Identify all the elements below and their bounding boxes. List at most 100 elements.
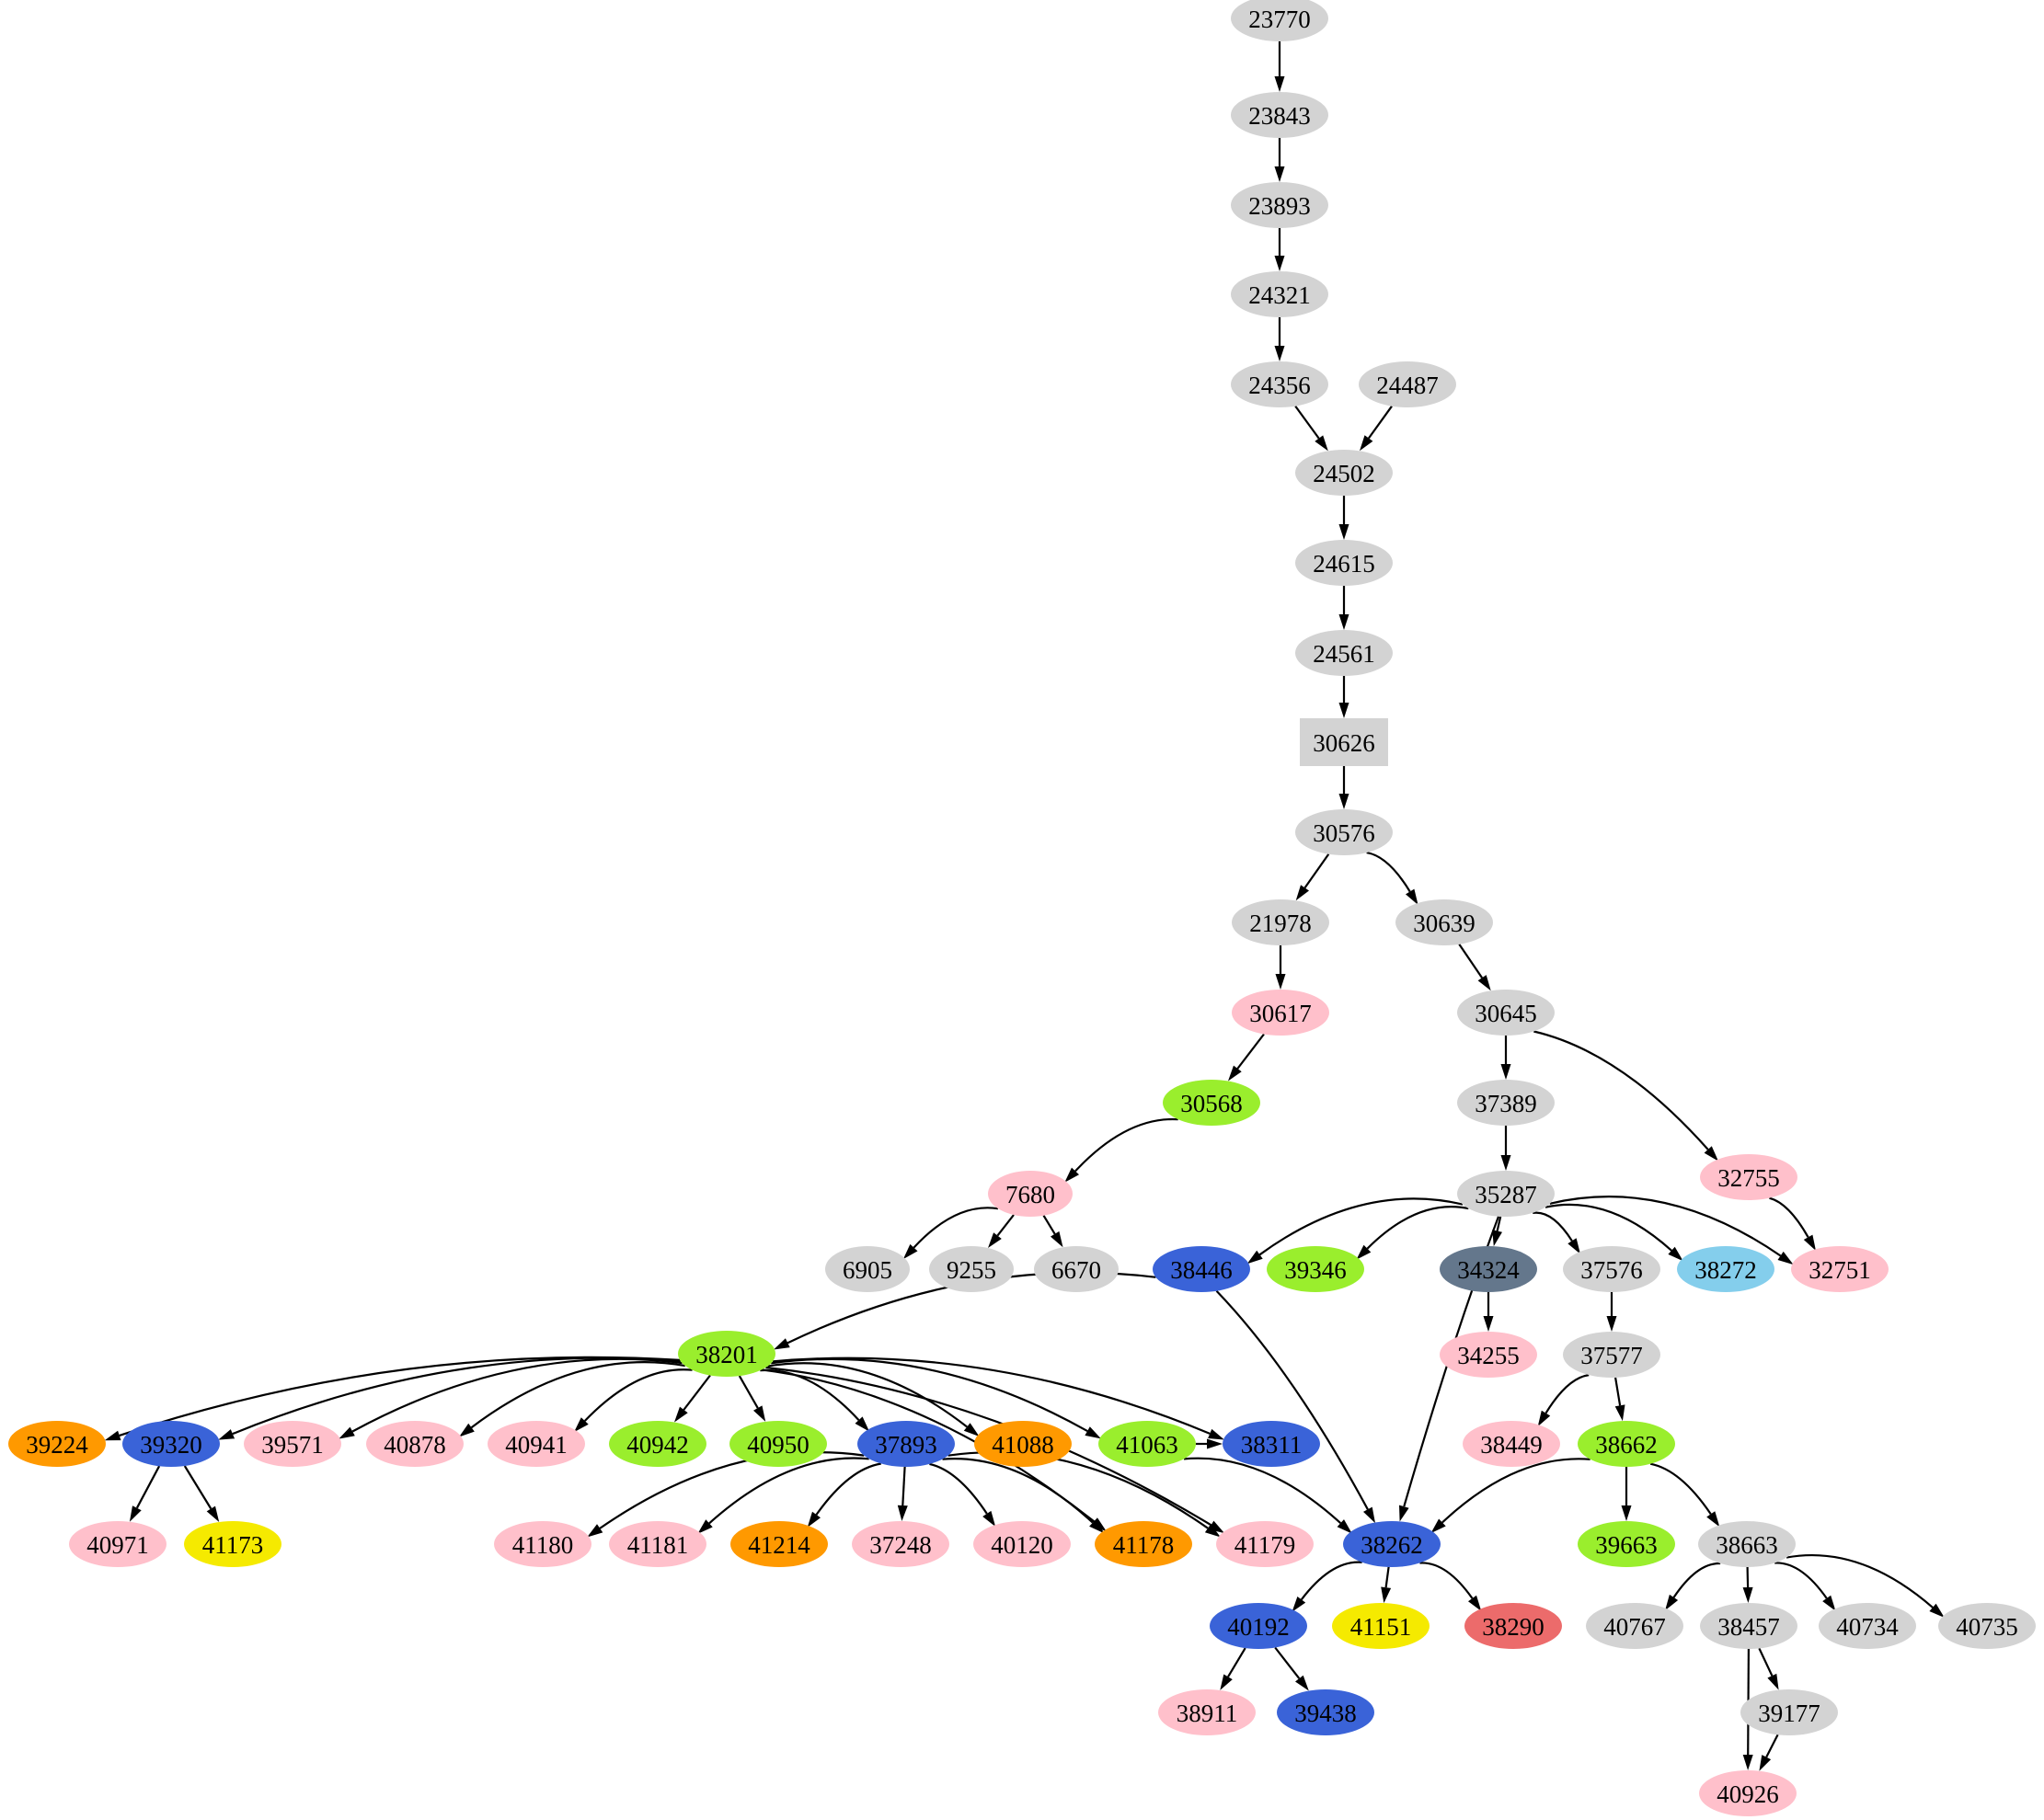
graph-node-41151[interactable]: 41151	[1332, 1603, 1430, 1649]
node-ellipse-shape[interactable]	[1277, 1689, 1374, 1735]
graph-node-41178[interactable]: 41178	[1095, 1521, 1192, 1567]
node-ellipse-shape[interactable]	[1295, 630, 1393, 676]
graph-node-38262[interactable]: 38262	[1343, 1521, 1441, 1567]
node-ellipse-shape[interactable]	[8, 1421, 106, 1467]
node-ellipse-shape[interactable]	[1440, 1246, 1537, 1292]
node-box-shape[interactable]	[1300, 718, 1388, 766]
graph-node-30617[interactable]: 30617	[1232, 990, 1329, 1036]
graph-node-6905[interactable]: 6905	[825, 1246, 910, 1292]
node-ellipse-shape[interactable]	[1819, 1603, 1916, 1649]
node-ellipse-shape[interactable]	[1095, 1521, 1192, 1567]
graph-node-37577[interactable]: 37577	[1563, 1332, 1660, 1378]
graph-node-23893[interactable]: 23893	[1231, 182, 1328, 228]
node-ellipse-shape[interactable]	[1563, 1246, 1660, 1292]
node-ellipse-shape[interactable]	[1586, 1603, 1683, 1649]
node-ellipse-shape[interactable]	[973, 1521, 1071, 1567]
node-ellipse-shape[interactable]	[1791, 1246, 1889, 1292]
graph-node-37576[interactable]: 37576	[1563, 1246, 1660, 1292]
graph-node-30645[interactable]: 30645	[1457, 990, 1555, 1036]
node-ellipse-shape[interactable]	[678, 1331, 775, 1377]
graph-node-23770[interactable]: 23770	[1231, 0, 1328, 41]
graph-node-38663[interactable]: 38663	[1698, 1521, 1796, 1567]
graph-node-24561[interactable]: 24561	[1295, 630, 1393, 676]
node-ellipse-shape[interactable]	[609, 1421, 706, 1467]
graph-node-37893[interactable]: 37893	[857, 1421, 955, 1467]
node-ellipse-shape[interactable]	[366, 1421, 464, 1467]
node-ellipse-shape[interactable]	[1231, 271, 1328, 317]
graph-node-39346[interactable]: 39346	[1267, 1246, 1364, 1292]
graph-node-24356[interactable]: 24356	[1231, 361, 1328, 407]
node-ellipse-shape[interactable]	[1440, 1332, 1537, 1378]
node-ellipse-shape[interactable]	[1153, 1246, 1250, 1292]
node-ellipse-shape[interactable]	[1578, 1521, 1675, 1567]
node-ellipse-shape[interactable]	[1359, 361, 1456, 407]
node-ellipse-shape[interactable]	[184, 1521, 281, 1567]
graph-node-38449[interactable]: 38449	[1463, 1421, 1560, 1467]
node-ellipse-shape[interactable]	[929, 1246, 1014, 1292]
graph-node-38662[interactable]: 38662	[1578, 1421, 1675, 1467]
node-ellipse-shape[interactable]	[1158, 1689, 1256, 1735]
node-ellipse-shape[interactable]	[1295, 809, 1393, 855]
graph-node-41173[interactable]: 41173	[184, 1521, 281, 1567]
node-ellipse-shape[interactable]	[1231, 361, 1328, 407]
node-ellipse-shape[interactable]	[1343, 1521, 1441, 1567]
graph-node-39571[interactable]: 39571	[244, 1421, 341, 1467]
node-ellipse-shape[interactable]	[1457, 1171, 1555, 1217]
node-ellipse-shape[interactable]	[122, 1421, 220, 1467]
node-ellipse-shape[interactable]	[729, 1421, 827, 1467]
node-ellipse-shape[interactable]	[1231, 0, 1328, 41]
node-ellipse-shape[interactable]	[1232, 990, 1329, 1036]
graph-node-38272[interactable]: 38272	[1677, 1246, 1774, 1292]
node-ellipse-shape[interactable]	[1563, 1332, 1660, 1378]
graph-node-40941[interactable]: 40941	[488, 1421, 585, 1467]
node-ellipse-shape[interactable]	[1700, 1603, 1797, 1649]
node-ellipse-shape[interactable]	[825, 1246, 910, 1292]
node-ellipse-shape[interactable]	[609, 1521, 706, 1567]
node-ellipse-shape[interactable]	[1163, 1080, 1260, 1126]
node-ellipse-shape[interactable]	[857, 1421, 955, 1467]
node-ellipse-shape[interactable]	[1231, 92, 1328, 138]
node-ellipse-shape[interactable]	[1231, 182, 1328, 228]
node-ellipse-shape[interactable]	[1700, 1154, 1797, 1200]
graph-node-24321[interactable]: 24321	[1231, 271, 1328, 317]
graph-node-38457[interactable]: 38457	[1700, 1603, 1797, 1649]
graph-node-23843[interactable]: 23843	[1231, 92, 1328, 138]
node-ellipse-shape[interactable]	[1295, 540, 1393, 586]
graph-node-40767[interactable]: 40767	[1586, 1603, 1683, 1649]
graph-node-21978[interactable]: 21978	[1232, 899, 1329, 945]
graph-node-40971[interactable]: 40971	[69, 1521, 167, 1567]
graph-node-39224[interactable]: 39224	[8, 1421, 106, 1467]
graph-node-40926[interactable]: 40926	[1699, 1770, 1797, 1816]
node-ellipse-shape[interactable]	[1332, 1603, 1430, 1649]
node-ellipse-shape[interactable]	[1740, 1689, 1838, 1735]
graph-node-24502[interactable]: 24502	[1295, 450, 1393, 496]
graph-node-30576[interactable]: 30576	[1295, 809, 1393, 855]
graph-node-7680[interactable]: 7680	[988, 1171, 1073, 1217]
node-ellipse-shape[interactable]	[1698, 1521, 1796, 1567]
graph-node-40878[interactable]: 40878	[366, 1421, 464, 1467]
node-ellipse-shape[interactable]	[1267, 1246, 1364, 1292]
graph-node-41214[interactable]: 41214	[730, 1521, 828, 1567]
graph-node-40120[interactable]: 40120	[973, 1521, 1071, 1567]
node-ellipse-shape[interactable]	[1457, 990, 1555, 1036]
node-ellipse-shape[interactable]	[1098, 1421, 1196, 1467]
graph-node-40734[interactable]: 40734	[1819, 1603, 1916, 1649]
node-ellipse-shape[interactable]	[1210, 1603, 1307, 1649]
graph-node-38290[interactable]: 38290	[1464, 1603, 1562, 1649]
graph-node-41179[interactable]: 41179	[1216, 1521, 1314, 1567]
node-ellipse-shape[interactable]	[988, 1171, 1073, 1217]
graph-node-39320[interactable]: 39320	[122, 1421, 220, 1467]
node-ellipse-shape[interactable]	[1578, 1421, 1675, 1467]
graph-node-40735[interactable]: 40735	[1938, 1603, 2036, 1649]
node-ellipse-shape[interactable]	[1223, 1421, 1320, 1467]
graph-node-40942[interactable]: 40942	[609, 1421, 706, 1467]
graph-node-30568[interactable]: 30568	[1163, 1080, 1260, 1126]
graph-node-38201[interactable]: 38201	[678, 1331, 775, 1377]
node-ellipse-shape[interactable]	[1699, 1770, 1797, 1816]
node-ellipse-shape[interactable]	[1395, 899, 1493, 945]
graph-node-6670[interactable]: 6670	[1034, 1246, 1119, 1292]
graph-node-41181[interactable]: 41181	[609, 1521, 706, 1567]
node-ellipse-shape[interactable]	[1463, 1421, 1560, 1467]
node-ellipse-shape[interactable]	[1677, 1246, 1774, 1292]
graph-node-39663[interactable]: 39663	[1578, 1521, 1675, 1567]
